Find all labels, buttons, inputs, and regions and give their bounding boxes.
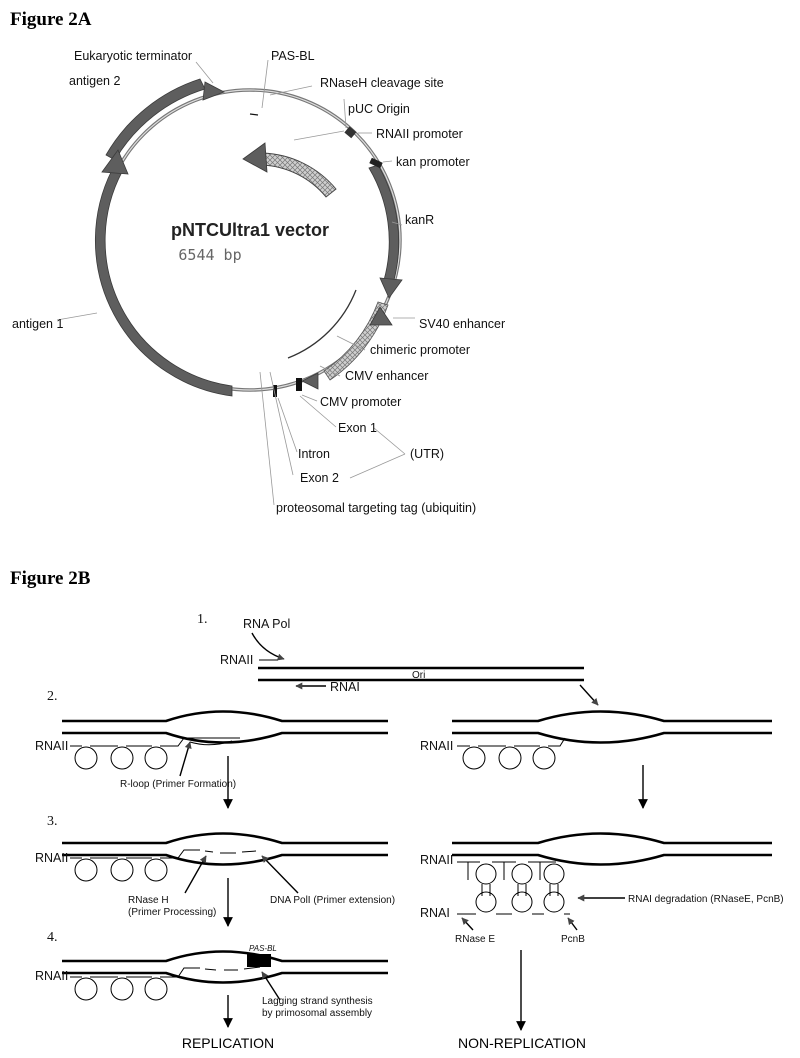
label-rnaii-step3: RNAII <box>35 851 68 865</box>
label-rnai-degradation: RNAI degradation (RNaseE, PcnB) <box>628 894 784 905</box>
label-rnai-step3: RNAI <box>420 906 450 920</box>
label-sv40: SV40 enhancer <box>419 317 505 331</box>
antigen2-segment <box>105 78 206 161</box>
label-rnaii-step4: RNAII <box>35 969 68 983</box>
label-puc-origin: pUC Origin <box>348 102 410 116</box>
puc-origin-arc <box>261 152 337 198</box>
label-pcnb: PcnB <box>561 934 585 945</box>
label-rnaii-step2: RNAII <box>35 739 68 753</box>
label-cmv-enhancer: CMV enhancer <box>345 369 428 383</box>
label-non-replication: NON-REPLICATION <box>458 1035 586 1051</box>
cmv-arrowhead <box>301 372 319 390</box>
label-lagging-1: Lagging strand synthesis <box>262 996 373 1007</box>
label-chimeric-promoter: chimeric promoter <box>370 343 470 357</box>
label-ubiquitin: proteosomal targeting tag (ubiquitin) <box>276 501 476 515</box>
label-exon2: Exon 2 <box>300 471 339 485</box>
label-kan-promoter: kan promoter <box>396 155 470 169</box>
label-rloop: R-loop (Primer Formation) <box>120 779 236 790</box>
label-pas-bl: PAS-BL <box>271 49 315 63</box>
label-utr: (UTR) <box>410 447 444 461</box>
kanr-arrowhead <box>379 277 403 299</box>
label-rnaseh-site: RNaseH cleavage site <box>320 76 444 90</box>
exon2-marker <box>273 385 277 397</box>
sv40-arrowhead <box>369 306 393 326</box>
label-rna-pol: RNA Pol <box>243 617 290 631</box>
exon1-marker <box>296 378 302 391</box>
antigen1-segment <box>94 169 233 397</box>
step-1-number: 1. <box>197 612 208 627</box>
label-pas-bl-step4: PAS-BL <box>249 944 277 953</box>
label-antigen1: antigen 1 <box>12 317 63 331</box>
figure-2a-title: Figure 2A <box>10 9 92 30</box>
pas-bl-block <box>247 954 271 967</box>
antigen2-arrowhead <box>202 81 225 101</box>
replication-diagram: 1. RNA Pol RNAII Ori RNAI 2. RNAII R-loo… <box>35 612 784 1051</box>
step-3-number: 3. <box>47 814 58 829</box>
rnaii-promoter-marker <box>344 126 357 139</box>
label-ori: Ori <box>412 670 425 681</box>
plasmid-map: pNTCUltra1 vector 6544 bp Eukaryotic ter… <box>12 49 505 515</box>
vector-size: 6544 bp <box>178 246 241 264</box>
label-primer-processing: (Primer Processing) <box>128 907 216 918</box>
puc-origin-arrowhead <box>242 142 268 173</box>
step-2-number: 2. <box>47 689 58 704</box>
label-dna-poli: DNA PolI (Primer extension) <box>270 895 395 906</box>
label-replication: REPLICATION <box>182 1035 274 1051</box>
label-rnaii-step2-right: RNAII <box>420 739 453 753</box>
label-intron: Intron <box>298 447 330 461</box>
label-lagging-2: by primosomal assembly <box>262 1008 372 1019</box>
label-kanr: kanR <box>405 213 434 227</box>
label-eukaryotic-terminator: Eukaryotic terminator <box>74 49 192 63</box>
pas-bl-marker <box>249 113 259 116</box>
kan-promoter-marker <box>369 157 383 169</box>
label-exon1: Exon 1 <box>338 421 377 435</box>
label-rnaii-step3-right: RNAII <box>420 853 453 867</box>
label-rnai-step1: RNAI <box>330 680 360 694</box>
label-rnase-e: RNase E <box>455 934 495 945</box>
vector-name: pNTCUltra1 vector <box>171 220 329 240</box>
figure-2b-title: Figure 2B <box>10 568 91 589</box>
label-antigen2: antigen 2 <box>69 74 120 88</box>
label-rnaii-step1: RNAII <box>220 653 253 667</box>
step-4-number: 4. <box>47 930 58 945</box>
label-cmv-promoter: CMV promoter <box>320 395 401 409</box>
label-rnase-h: RNase H <box>128 895 169 906</box>
antigen1-arrowhead <box>101 149 129 175</box>
label-rnaii-promoter: RNAII promoter <box>376 127 463 141</box>
